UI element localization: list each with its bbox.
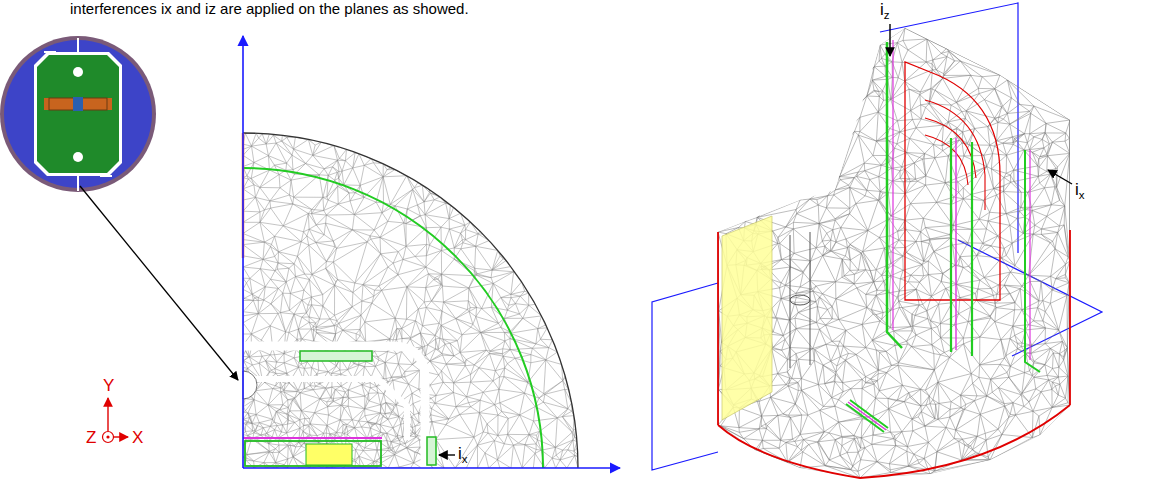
cross-section-inset (0, 36, 156, 192)
figure-note: interferences ix and iz are applied on t… (70, 0, 469, 17)
symbol-base: i (880, 0, 884, 19)
mesh-3d-features (718, 40, 1070, 478)
axis-label: Z (86, 428, 96, 448)
interference-label: ix (458, 444, 468, 464)
symbol-subscript: x (1079, 189, 1085, 201)
leader-arrow (80, 186, 238, 380)
mesh-lines (718, 28, 1070, 478)
symbol-subscript: x (462, 453, 468, 465)
interference-label: ix (1075, 180, 1085, 200)
mesh-lines (243, 128, 583, 468)
interference-arrow (889, 24, 890, 56)
mesh-3d (718, 28, 1070, 478)
axis-label: X (132, 428, 143, 448)
symbol-subscript: z (884, 9, 890, 21)
axis-triad (103, 398, 129, 443)
interference-label: iz (880, 0, 890, 20)
axis-label: Y (103, 376, 114, 396)
symbol-base: i (1075, 180, 1079, 199)
mesh-2d-features (243, 36, 620, 468)
symbol-base: i (458, 444, 462, 463)
mesh-2d (243, 128, 583, 468)
mesh-3d-planes (652, 3, 1102, 470)
interference-arrow (439, 454, 455, 455)
interference-arrow (1048, 170, 1072, 184)
